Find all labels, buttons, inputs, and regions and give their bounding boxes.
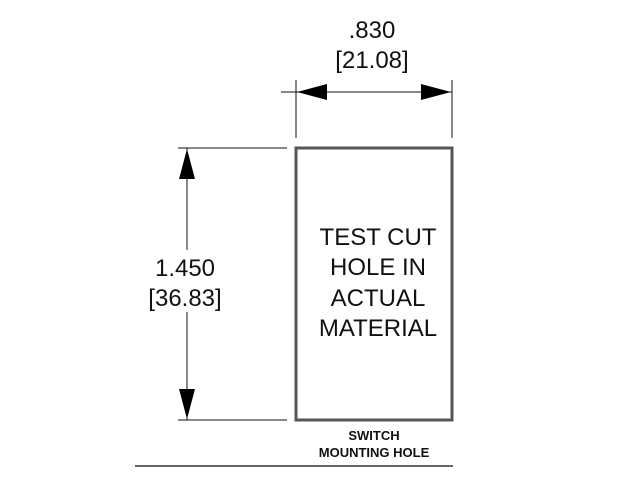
note-line: HOLE IN bbox=[330, 254, 426, 281]
mounting-hole-outline bbox=[294, 146, 454, 422]
hole-note: TEST CUT HOLE IN ACTUAL MATERIAL bbox=[319, 224, 437, 342]
arrow-up-icon bbox=[179, 149, 195, 179]
note-line: ACTUAL bbox=[331, 285, 426, 312]
height-mm: [36.83] bbox=[148, 285, 221, 312]
width-dimension: .830 [21.08] bbox=[281, 17, 453, 138]
arrow-left-icon bbox=[297, 84, 327, 100]
height-dimension: 1.450 [36.83] bbox=[140, 147, 287, 421]
label-background bbox=[140, 250, 236, 312]
caption-line: SWITCH bbox=[348, 428, 399, 443]
note-line: TEST CUT bbox=[320, 224, 437, 251]
height-inches: 1.450 bbox=[155, 255, 215, 282]
width-mm: [21.08] bbox=[335, 47, 408, 74]
arrow-down-icon bbox=[179, 389, 195, 419]
arrow-right-icon bbox=[421, 84, 451, 100]
width-inches: .830 bbox=[349, 17, 396, 44]
caption-line: MOUNTING HOLE bbox=[319, 445, 430, 460]
note-line: MATERIAL bbox=[319, 315, 437, 342]
